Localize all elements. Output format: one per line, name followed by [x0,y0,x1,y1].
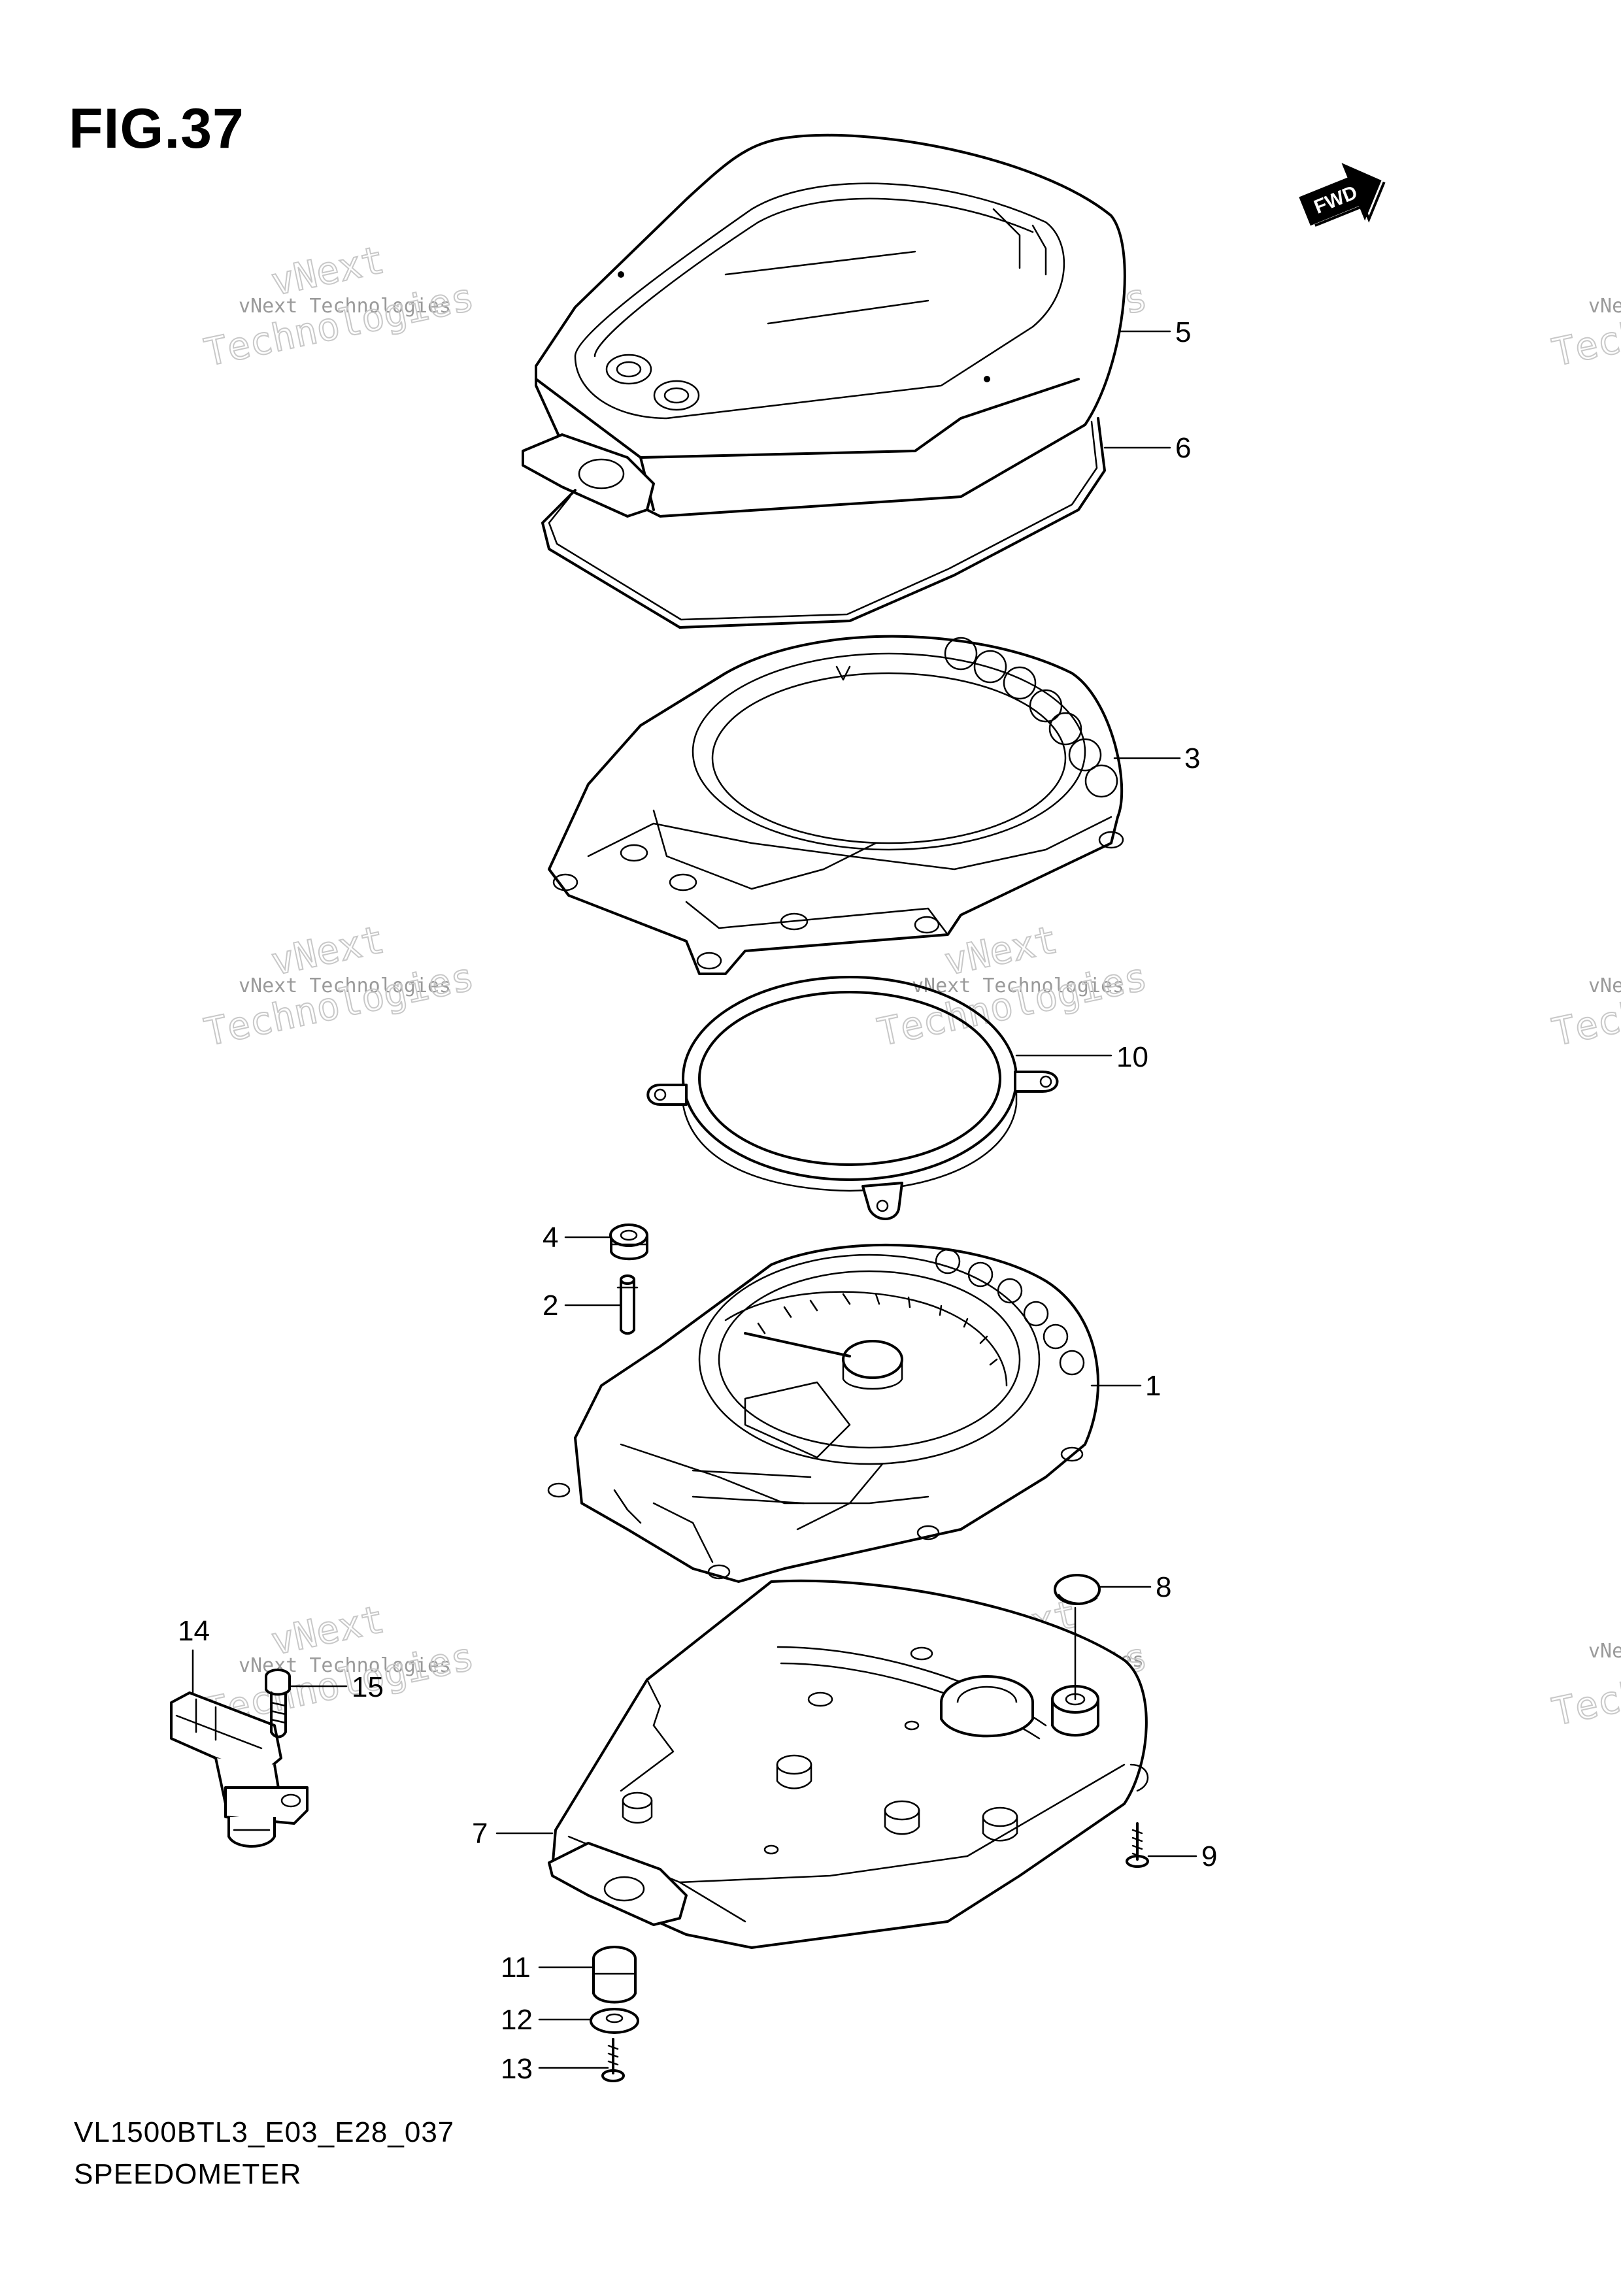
callout-14: 14 [178,1615,210,1647]
callout-3: 3 [1184,742,1200,774]
part-7-lower-case [548,1579,1149,1949]
watermark-text: vNext Technologies [912,974,1124,997]
part-1-speedometer-assembly [547,1243,1099,1583]
callout-5: 5 [1175,316,1191,348]
leader-lines [192,330,1197,2069]
callout-6: 6 [1175,432,1191,464]
callout-labels: 5 6 3 10 4 2 1 8 7 9 11 12 13 14 15 [178,316,1217,2085]
part-6-gasket [541,417,1106,629]
callout-1: 1 [1145,1370,1161,1402]
fwd-arrow-badge: FWD [1299,163,1386,227]
diagram-code: VL1500BTL3_E03_E28_037 [74,2116,455,2148]
part-12-washer [590,2008,639,2034]
part-14-speed-sensor [170,1691,309,1848]
watermark-right-edge: vNext Technologies vNext Technologies vN… [1548,274,1621,1735]
part-13-screw [601,2038,625,2082]
figure-label: FIG.37 [69,97,244,160]
watermark-text: vNext Technologies [1588,295,1621,318]
callout-4: 4 [543,1222,558,1254]
part-3-meter-panel [548,635,1124,975]
callout-7: 7 [472,1818,488,1850]
callout-2: 2 [543,1289,558,1322]
watermark-text: vNext Technologies [1588,1640,1621,1663]
part-8-cap [1054,1574,1101,1605]
watermark-text: Technologies [1548,954,1621,1055]
callout-12: 12 [501,2004,533,2036]
watermark-left-mid: vNext Technologies vNext Technologies [200,916,478,1056]
watermark-text: vNext Technologies [1588,974,1621,997]
watermark-text: vNext Technologies [239,974,451,997]
watermark-text: vNext Technologies [239,295,451,318]
part-15-bolt [265,1669,291,1739]
callout-13: 13 [501,2053,533,2085]
callout-8: 8 [1156,1571,1171,1603]
callout-9: 9 [1201,1840,1217,1872]
callout-15: 15 [352,1671,384,1703]
watermark-text: Technologies [1548,275,1621,375]
callout-11: 11 [501,1952,531,1984]
part-2-pin [616,1274,639,1335]
diagram-title: SPEEDOMETER [74,2158,302,2190]
part-11-grommet [592,1946,637,2004]
callout-10: 10 [1116,1041,1148,1073]
part-10-ring [646,976,1059,1220]
watermark-left-top: vNext Technologies vNext Technologies [200,237,478,376]
part-4-grommet [609,1223,648,1261]
part-9-screw [1126,1822,1149,1868]
boss-group [622,1646,1018,1855]
part-5-meter-case [522,133,1126,518]
